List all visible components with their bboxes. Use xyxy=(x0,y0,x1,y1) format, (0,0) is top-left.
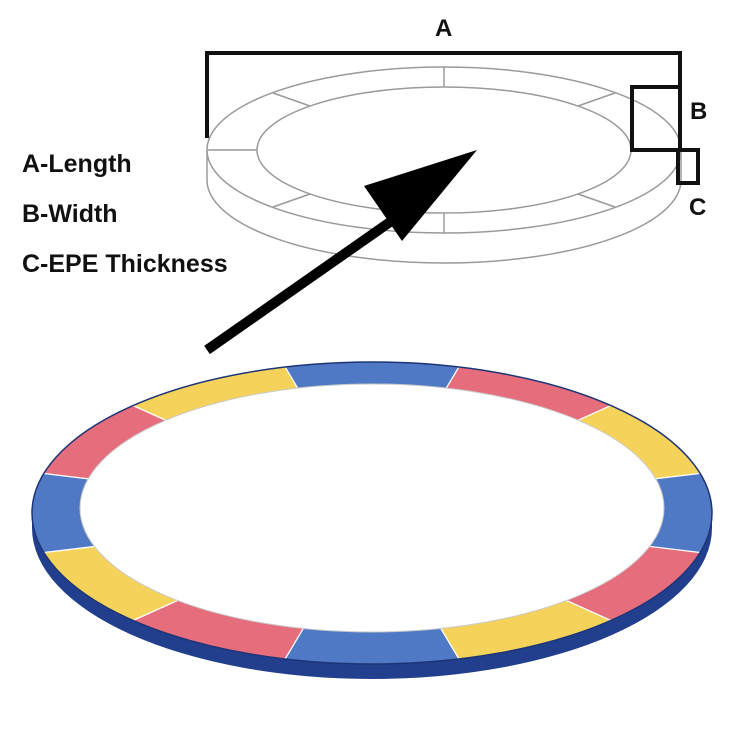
dimension-c-box xyxy=(676,148,700,185)
legend-length: A-Length xyxy=(22,150,132,178)
pad-inner-edge xyxy=(79,383,665,633)
dimension-c-letter: C xyxy=(689,194,707,221)
pad-sketch xyxy=(205,51,700,264)
dimension-b-box xyxy=(630,85,682,152)
pad-outer-edge xyxy=(31,361,713,665)
dimension-a-letter: A xyxy=(435,15,453,42)
arrow-head xyxy=(364,150,477,241)
arrow-shaft xyxy=(204,210,403,355)
dimension-b-letter: B xyxy=(690,98,708,125)
pad-inner-opening xyxy=(80,384,664,632)
dimension-legend: A-Length B-Width C-EPE Thickness xyxy=(22,152,228,302)
sketch-outer-bottom-arc xyxy=(206,179,682,264)
legend-epe-thickness: C-EPE Thickness xyxy=(22,250,228,278)
legend-width: B-Width xyxy=(22,200,118,228)
